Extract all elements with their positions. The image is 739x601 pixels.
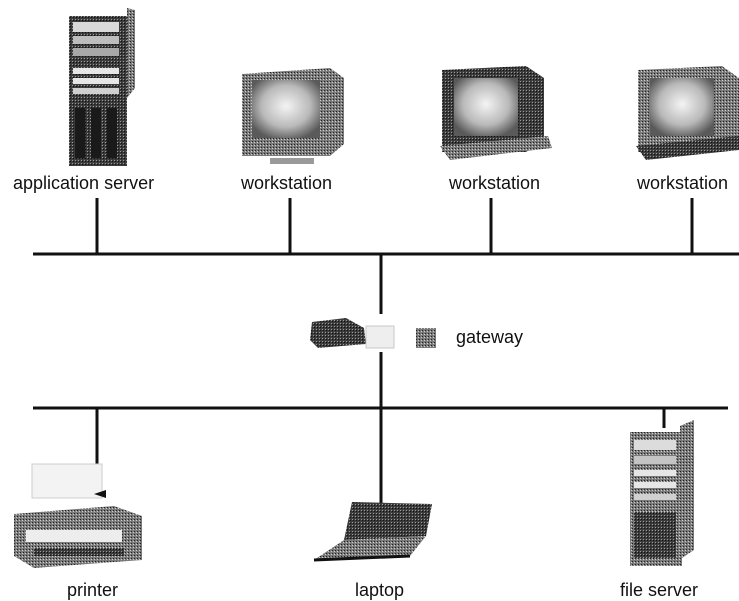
crt-monitor-icon bbox=[440, 66, 552, 160]
printer-label: printer bbox=[67, 580, 119, 600]
workstation-2-label: workstation bbox=[449, 173, 541, 193]
gateway-router-icon bbox=[310, 318, 436, 349]
printer-icon bbox=[14, 463, 142, 568]
laptop-label: laptop bbox=[355, 580, 405, 600]
laptop-icon bbox=[313, 502, 432, 562]
workstation-1-label: workstation bbox=[241, 173, 333, 193]
crt-monitor-icon bbox=[242, 68, 344, 164]
tower-server-icon bbox=[630, 420, 694, 566]
tower-server-icon bbox=[69, 8, 135, 166]
workstation-3-label: workstation bbox=[637, 173, 729, 193]
application-server-label: application server bbox=[13, 173, 155, 193]
gateway-label: gateway bbox=[456, 327, 524, 347]
file-server-label: file server bbox=[620, 580, 699, 600]
crt-monitor-icon bbox=[636, 66, 739, 160]
